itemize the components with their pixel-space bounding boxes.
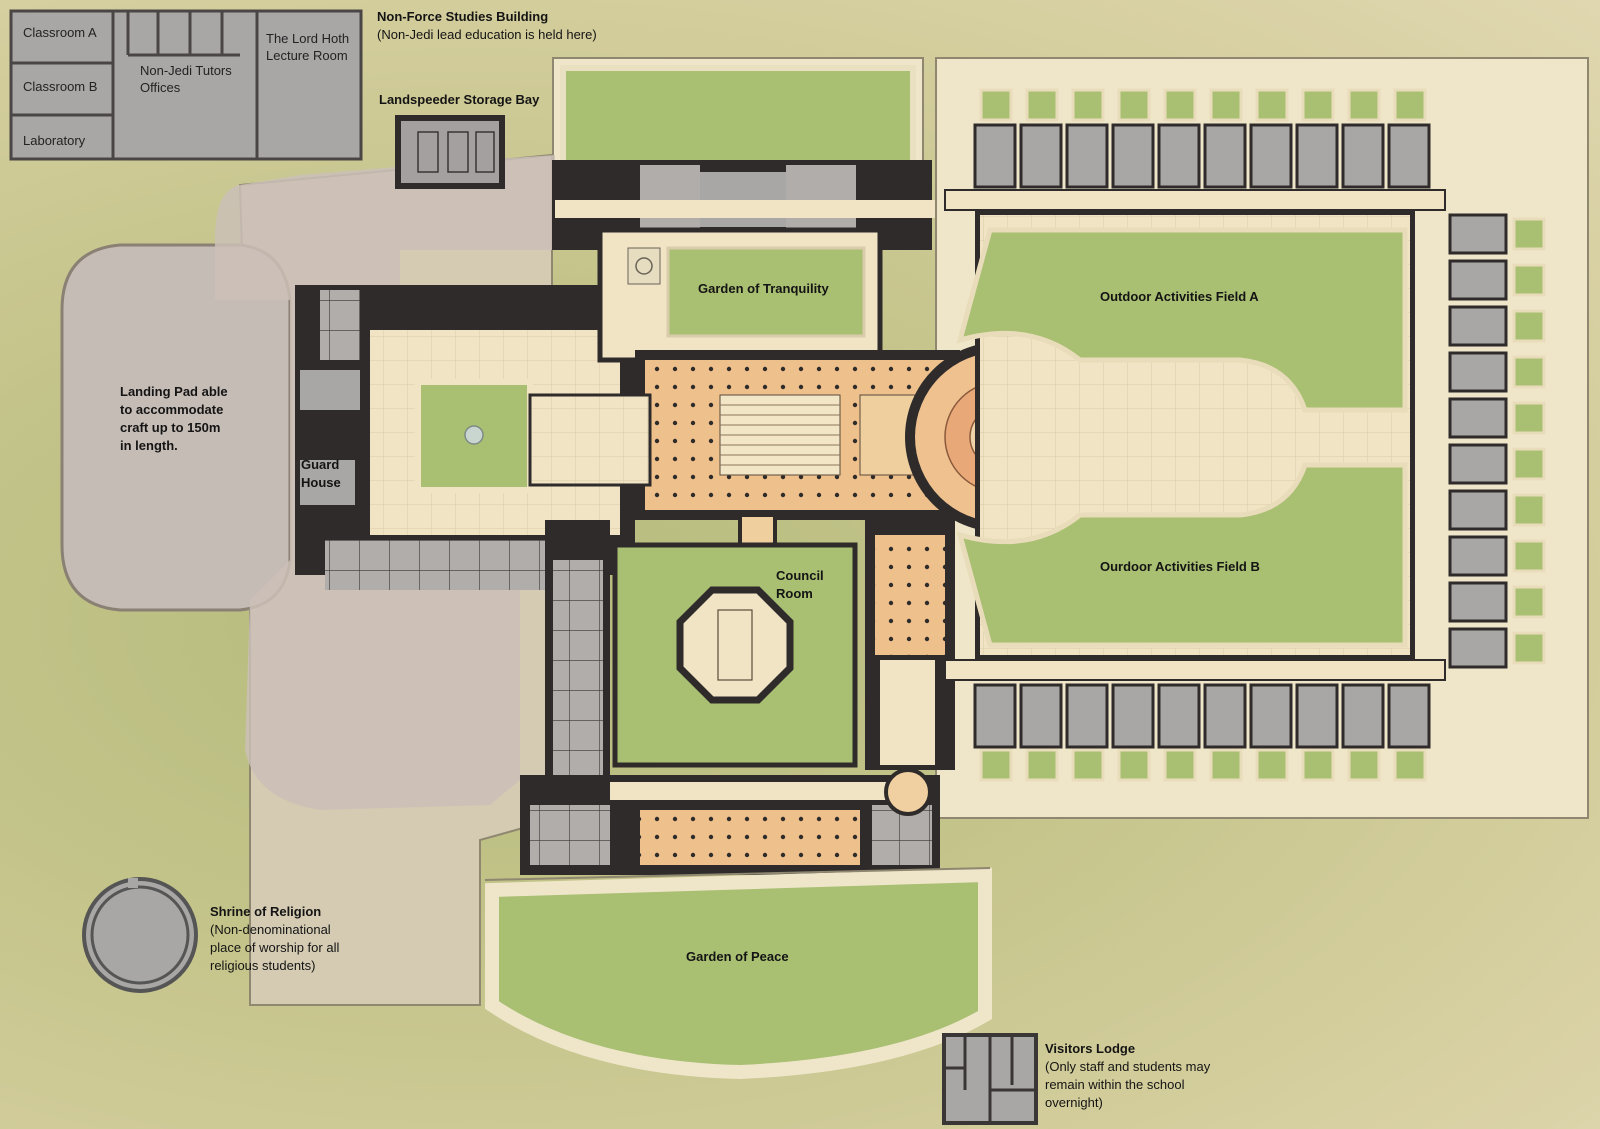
dorm-bottom-room (1203, 683, 1247, 749)
dorm-top-room (1295, 123, 1339, 189)
dorm-east-yard (1512, 631, 1546, 665)
dorm-top-room (1249, 123, 1293, 189)
laboratory-label: Laboratory (23, 133, 86, 148)
dorm-top-yard (1209, 88, 1243, 122)
dorm-bottom-yard (1071, 748, 1105, 782)
dorm-top-room (1341, 123, 1385, 189)
dorm-bottom-yard (1025, 748, 1059, 782)
dorm-top-yard (1255, 88, 1289, 122)
garden-peace-label: Garden of Peace (686, 949, 789, 964)
shrine-note: (Non-denominational place of worship for… (210, 922, 340, 973)
dorm-east-yard (1512, 585, 1546, 619)
dorm-east-room (1448, 581, 1508, 623)
non-force-title: Non-Force Studies Building (377, 9, 549, 24)
dorm-top-yard (1025, 88, 1059, 122)
dorm-bottom-yard (1301, 748, 1335, 782)
dorm-top-room (1111, 123, 1155, 189)
dorm-east-room (1448, 397, 1508, 439)
dorm-top-yard (1347, 88, 1381, 122)
top-lawn (560, 65, 916, 167)
dorm-bottom-room (1387, 683, 1431, 749)
dorm-top-room (973, 123, 1017, 189)
dorm-east-yard (1512, 217, 1546, 251)
dorm-bottom-room (1341, 683, 1385, 749)
dorm-top-room (1157, 123, 1201, 189)
dorm-bottom-yard (1347, 748, 1381, 782)
dorm-east-yard (1512, 493, 1546, 527)
dorm-bottom-room (1157, 683, 1201, 749)
garden-of-peace-lawn (485, 867, 992, 1080)
guard-house-label: Guard House (301, 457, 341, 490)
dorm-east-room (1448, 259, 1508, 301)
dorm-east-room (1448, 535, 1508, 577)
dorm-top-yard (1163, 88, 1197, 122)
dorm-top-yard (1393, 88, 1427, 122)
landspeeder-label: Landspeeder Storage Bay (379, 92, 540, 107)
dorm-bottom-yard (979, 748, 1013, 782)
dorm-east-room (1448, 213, 1508, 255)
activity-fields (944, 189, 1446, 681)
field-b-label: Ourdoor Activities Field B (1100, 559, 1260, 574)
tutors-offices-label: Non-Jedi Tutors Offices (140, 63, 232, 95)
council-room-label: Council Room (776, 568, 824, 601)
dorm-bottom-yard (1255, 748, 1289, 782)
visitors-note: (Only staff and students may remain with… (1045, 1059, 1211, 1110)
dorm-east-yard (1512, 355, 1546, 389)
non-force-studies-building (9, 9, 363, 161)
dormitory-cells (973, 88, 1546, 782)
landing-pad-label: Landing Pad able to accommodate craft up… (120, 384, 228, 453)
dorm-bottom-room (1111, 683, 1155, 749)
dorm-top-room (1387, 123, 1431, 189)
dorm-bottom-room (1019, 683, 1063, 749)
dorm-east-yard (1512, 401, 1546, 435)
shrine-title: Shrine of Religion (210, 904, 322, 919)
dorm-east-room (1448, 351, 1508, 393)
dorm-bottom-room (1295, 683, 1339, 749)
dorm-bottom-room (973, 683, 1017, 749)
dorm-east-room (1448, 443, 1508, 485)
dorm-bottom-yard (1393, 748, 1427, 782)
classroom-a-label: Classroom A (23, 25, 97, 40)
dorm-top-yard (979, 88, 1013, 122)
classroom-b-label: Classroom B (23, 79, 98, 94)
dorm-top-room (1019, 123, 1063, 189)
non-force-note: (Non-Jedi lead education is held here) (377, 27, 597, 42)
dorm-east-yard (1512, 539, 1546, 573)
dorm-east-yard (1512, 309, 1546, 343)
dorm-bottom-room (1249, 683, 1293, 749)
dorm-bottom-yard (1209, 748, 1243, 782)
dorm-bottom-room (1065, 683, 1109, 749)
dorm-top-yard (1071, 88, 1105, 122)
dorm-bottom-yard (1163, 748, 1197, 782)
visitors-title: Visitors Lodge (1045, 1041, 1136, 1056)
shrine-of-religion (82, 877, 198, 993)
lecture-room-label: The Lord Hoth Lecture Room (266, 31, 350, 63)
dorm-top-yard (1117, 88, 1151, 122)
dorm-top-room (1203, 123, 1247, 189)
field-a-label: Outdoor Activities Field A (1100, 289, 1259, 304)
garden-tranquility-label: Garden of Tranquility (698, 281, 829, 296)
landspeeder-bay (395, 115, 505, 189)
visitors-lodge (942, 1033, 1038, 1125)
dorm-top-yard (1301, 88, 1335, 122)
dorm-bottom-yard (1117, 748, 1151, 782)
council-room-octagon (676, 586, 794, 704)
dorm-top-room (1065, 123, 1109, 189)
dorm-east-yard (1512, 263, 1546, 297)
dorm-east-room (1448, 627, 1508, 669)
dorm-east-room (1448, 489, 1508, 531)
dorm-east-yard (1512, 447, 1546, 481)
dorm-east-room (1448, 305, 1508, 347)
